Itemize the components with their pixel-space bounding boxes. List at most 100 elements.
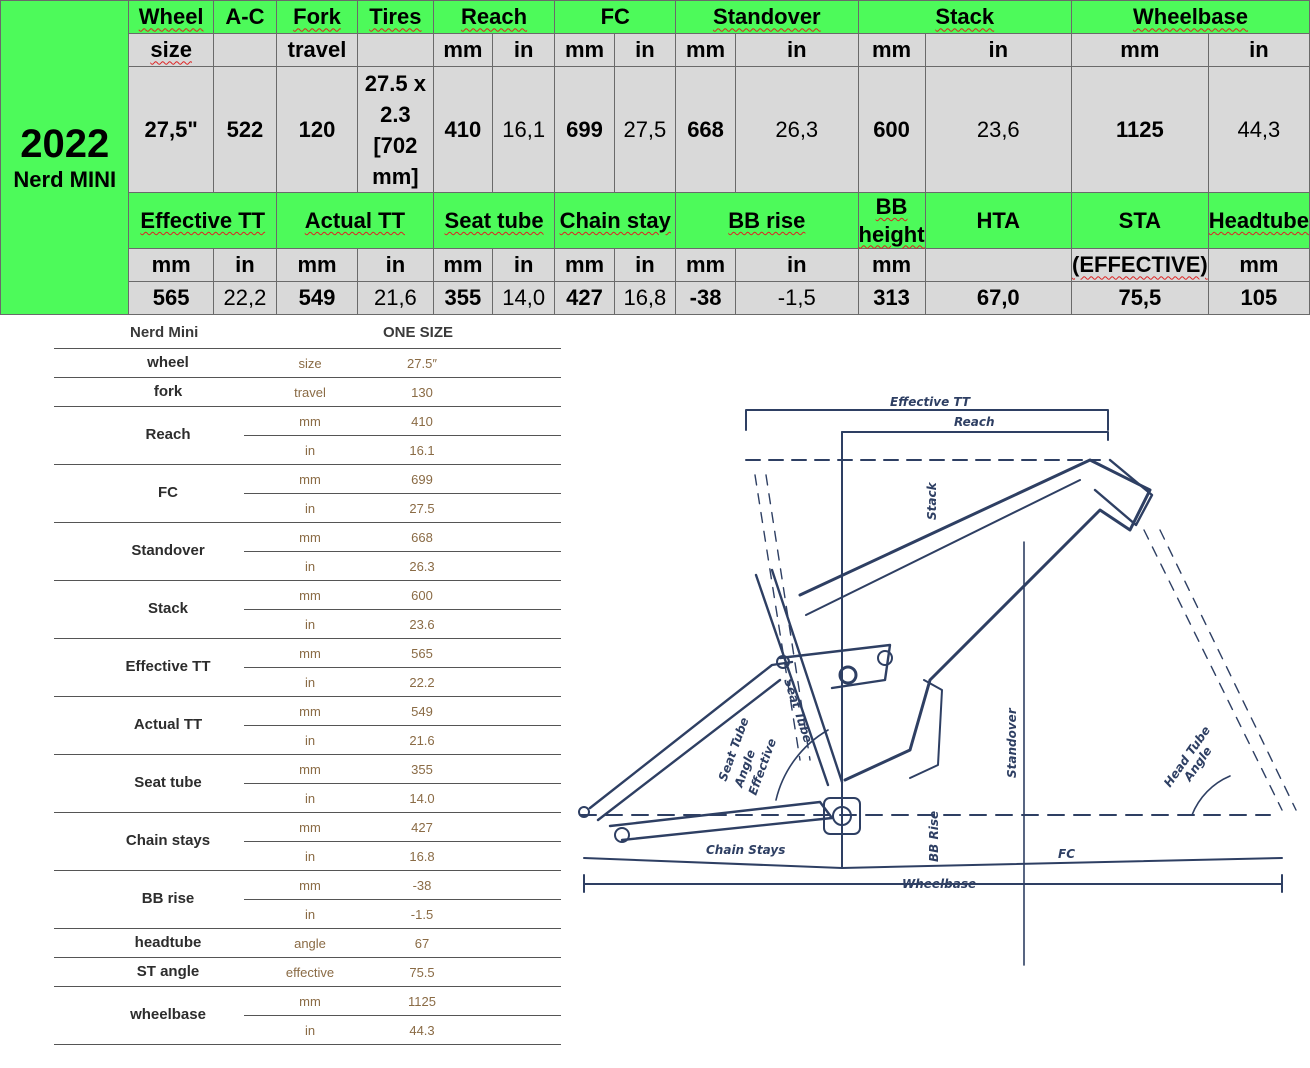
main-frame xyxy=(798,458,1152,782)
unit-bbr-mm: mm xyxy=(675,248,736,282)
unit-bbr-in: in xyxy=(734,248,859,282)
spec-unit: mm xyxy=(299,588,321,603)
unit-wheelbase-mm: mm xyxy=(1070,33,1209,67)
label-bb-rise: BB Rise xyxy=(927,811,941,862)
spec-unit: in xyxy=(304,559,316,574)
spec-value: 21.6 xyxy=(409,733,435,748)
spec-divider xyxy=(54,986,561,987)
spec-value: 27.5 xyxy=(409,501,435,516)
spec-label: Reach xyxy=(145,426,191,443)
unit-st-mm: mm xyxy=(432,248,494,282)
spec-label: FC xyxy=(158,484,178,501)
spec-value: 699 xyxy=(411,472,433,487)
fc-ground-line xyxy=(583,857,1283,869)
unit-fc-mm: mm xyxy=(554,33,615,67)
spec-label: ST angle xyxy=(136,962,200,980)
spec-divider xyxy=(54,464,561,465)
hdr-wheel: Wheel xyxy=(138,4,204,30)
val-bbr-in: -1,5 xyxy=(734,281,859,315)
seat-stays xyxy=(588,660,794,822)
year: 2022 xyxy=(20,121,110,166)
shock-mount xyxy=(838,665,858,685)
spec-value: -1.5 xyxy=(410,907,434,922)
spec-divider xyxy=(54,580,561,581)
hdr-actual-tt: Actual TT xyxy=(304,207,406,233)
unit-cs-in: in xyxy=(613,248,677,282)
spec-subdivider xyxy=(244,899,561,900)
label-stack: Stack xyxy=(925,481,939,520)
hdr-ac: A-C xyxy=(212,0,278,34)
spec-divider xyxy=(54,1044,561,1045)
spec-divider xyxy=(54,812,561,813)
unit-ett-in: in xyxy=(212,248,278,282)
hdr-bb-height: BB height xyxy=(858,194,925,247)
spec-subdivider xyxy=(244,725,561,726)
spec-value: 27.5″ xyxy=(407,356,437,371)
unit-size: size xyxy=(150,37,192,63)
model-name: Nerd MINI xyxy=(13,166,117,192)
val-reach-in: 16,1 xyxy=(492,66,556,193)
spec-label: wheel xyxy=(147,353,189,371)
unit-standover-mm: mm xyxy=(675,33,736,67)
spec-unit: in xyxy=(304,733,316,748)
spec-divider xyxy=(54,928,561,929)
spec-divider xyxy=(54,522,561,523)
spec-divider xyxy=(54,377,561,378)
spec-unit: in xyxy=(304,791,316,806)
spec-unit: mm xyxy=(299,530,321,545)
spec-subdivider xyxy=(244,551,561,552)
val-cs-mm: 427 xyxy=(554,281,615,315)
hdr-hta: HTA xyxy=(924,192,1072,249)
val-st-mm: 355 xyxy=(432,281,494,315)
hdr-wheelbase: Wheelbase xyxy=(1133,4,1248,30)
spec-label: Seat tube xyxy=(134,774,202,791)
spec-unit: mm xyxy=(299,414,321,429)
spec-subdivider xyxy=(244,667,561,668)
spec-divider xyxy=(54,957,561,958)
val-att-mm: 549 xyxy=(276,281,358,315)
val-stack-in: 23,6 xyxy=(924,66,1072,193)
unit-stack-in: in xyxy=(924,33,1072,67)
year-model-cell: 2022 Nerd MINI xyxy=(0,0,130,315)
val-att-in: 21,6 xyxy=(357,281,434,315)
chain-stays xyxy=(608,800,834,842)
val-bbr-mm: -38 xyxy=(675,281,736,315)
unit-tires xyxy=(357,33,434,67)
spec-header-size: ONE SIZE xyxy=(383,324,454,341)
link-pivot-rear xyxy=(877,650,893,666)
rocker-link xyxy=(778,643,892,690)
spec-label: Stack xyxy=(147,600,189,617)
effective-tt-bracket xyxy=(745,409,1109,431)
hdr-fork: Fork xyxy=(293,4,341,30)
spec-unit: angle xyxy=(294,936,326,951)
hdr-bb-rise: BB rise xyxy=(728,207,806,233)
spec-unit: effective xyxy=(285,965,335,980)
spec-value: 600 xyxy=(411,588,433,603)
spec-unit: size xyxy=(298,356,322,371)
val-standover-in: 26,3 xyxy=(734,66,859,193)
label-effective-tt: Effective TT xyxy=(890,395,971,409)
unit-ac xyxy=(212,33,278,67)
label-standover: Standover xyxy=(1005,707,1019,778)
spec-value: 14.0 xyxy=(409,791,435,806)
spec-unit: in xyxy=(304,617,316,632)
spec-divider xyxy=(54,870,561,871)
val-bbh-mm: 313 xyxy=(857,281,926,315)
unit-fc-in: in xyxy=(613,33,677,67)
val-wheelbase-in: 44,3 xyxy=(1207,66,1310,193)
unit-sta: (EFFECTIVE) xyxy=(1072,252,1208,278)
spec-label: Standover xyxy=(131,542,205,559)
seat-tube xyxy=(754,568,844,787)
hdr-tires: Tires xyxy=(369,4,422,30)
bb-shell xyxy=(823,797,861,835)
seat-tube-guides xyxy=(754,474,811,761)
spec-label: Chain stays xyxy=(125,832,211,849)
spec-label: Effective TT xyxy=(125,658,211,675)
val-st-in: 14,0 xyxy=(492,281,556,315)
spec-value: 16.1 xyxy=(409,443,435,458)
head-tube xyxy=(1093,458,1154,527)
val-cs-in: 16,8 xyxy=(613,281,677,315)
val-hta: 67,0 xyxy=(924,281,1072,315)
spec-value: 565 xyxy=(411,646,433,661)
spec-value: 1125 xyxy=(408,994,436,1009)
